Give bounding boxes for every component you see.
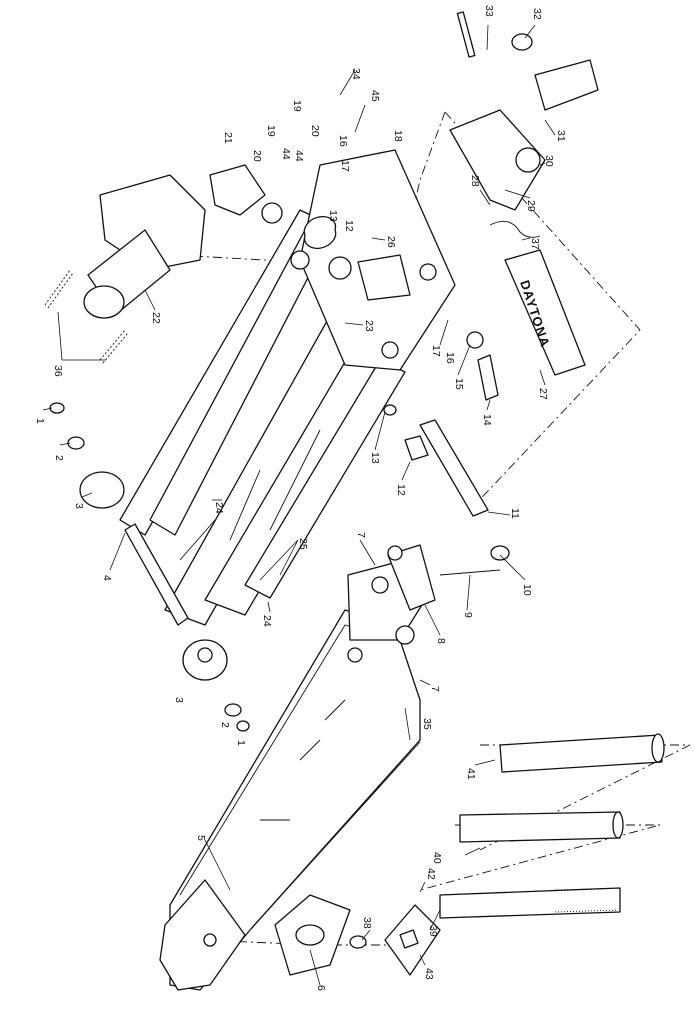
callout-11: 11: [509, 508, 521, 519]
hydraulic-pump-unit: [83, 164, 283, 319]
callout-2b: 2: [219, 722, 231, 728]
callout-13a: 13: [369, 452, 381, 464]
callout-16b: 16: [337, 135, 349, 147]
callout-19b: 19: [265, 125, 277, 137]
callout-14: 14: [481, 414, 493, 426]
callout-8: 8: [435, 638, 447, 644]
callout-7b: 7: [429, 686, 441, 692]
main-frame: [159, 559, 426, 991]
callout-25: 25: [297, 538, 309, 550]
callout-13b: 13: [327, 210, 339, 222]
callout-7a: 7: [355, 532, 367, 538]
callout-1b: 1: [235, 740, 247, 746]
callout-23: 23: [363, 320, 375, 332]
callout-31: 31: [555, 130, 567, 142]
callout-39: 39: [427, 925, 439, 937]
callout-22: 22: [150, 312, 162, 324]
callout-29: 29: [525, 200, 537, 212]
callout-2a: 2: [53, 455, 65, 461]
handle-tube-40: [459, 811, 621, 843]
callout-35: 35: [421, 718, 433, 730]
roller-3-upper: [79, 471, 125, 509]
callout-10: 10: [521, 584, 533, 596]
handle-sections: [439, 733, 665, 919]
callout-5: 5: [195, 835, 207, 841]
callout-4: 4: [101, 575, 113, 581]
callout-28: 28: [469, 175, 481, 187]
callout-32: 32: [531, 8, 543, 20]
callout-21: 21: [222, 132, 234, 144]
callout-42: 42: [425, 868, 437, 880]
foot-pedal-assembly: [449, 11, 599, 211]
callout-12a: 12: [395, 484, 407, 496]
callout-45: 45: [369, 90, 381, 102]
callout-33: 33: [483, 5, 495, 17]
callout-40: 40: [431, 852, 443, 864]
callout-3a: 3: [73, 503, 85, 509]
callout-24b: 24: [261, 615, 273, 627]
callout-43: 43: [423, 968, 435, 980]
callout-20b: 20: [251, 150, 263, 162]
return-springs: [44, 269, 129, 364]
washers-left: [49, 402, 250, 732]
handle-tube-41: [499, 734, 663, 773]
pins-and-bolts: [383, 331, 510, 561]
callout-44a: 44: [280, 148, 292, 160]
callout-9: 9: [462, 612, 474, 618]
callout-44b: 44: [293, 150, 305, 162]
callout-41: 41: [465, 768, 477, 780]
callout-20a: 20: [309, 125, 321, 137]
callout-18: 18: [392, 130, 404, 142]
callout-36: 36: [52, 365, 64, 377]
callout-leaders: [42, 24, 556, 986]
callout-15: 15: [453, 378, 465, 390]
callout-19a: 19: [291, 100, 303, 112]
callout-16a: 16: [444, 352, 456, 364]
callout-17a: 17: [430, 345, 442, 357]
callout-6: 6: [315, 985, 327, 991]
saddle-plate: [290, 149, 456, 371]
callout-labels: 1 2 3 4 5 6 7 7 8 9 10 11 12 12 13 13 14…: [34, 5, 567, 991]
release-pin-assembly: [387, 544, 501, 611]
saddle-parts: [274, 894, 441, 976]
callout-12b: 12: [343, 220, 355, 232]
callout-27: 27: [537, 388, 549, 400]
callout-3b: 3: [173, 697, 185, 703]
callout-37: 37: [529, 238, 541, 250]
handle-grip-39: [439, 887, 621, 919]
callout-30: 30: [543, 155, 555, 167]
pedal-spring: [489, 220, 541, 238]
callout-1a: 1: [34, 418, 46, 424]
callout-34: 34: [350, 68, 362, 80]
callout-24a: 24: [213, 502, 225, 514]
axle-shaft: [79, 471, 228, 681]
callout-26: 26: [385, 236, 397, 248]
callout-38: 38: [361, 917, 373, 929]
callout-17b: 17: [339, 160, 351, 172]
brand-plate: DAYTONA: [504, 249, 586, 376]
